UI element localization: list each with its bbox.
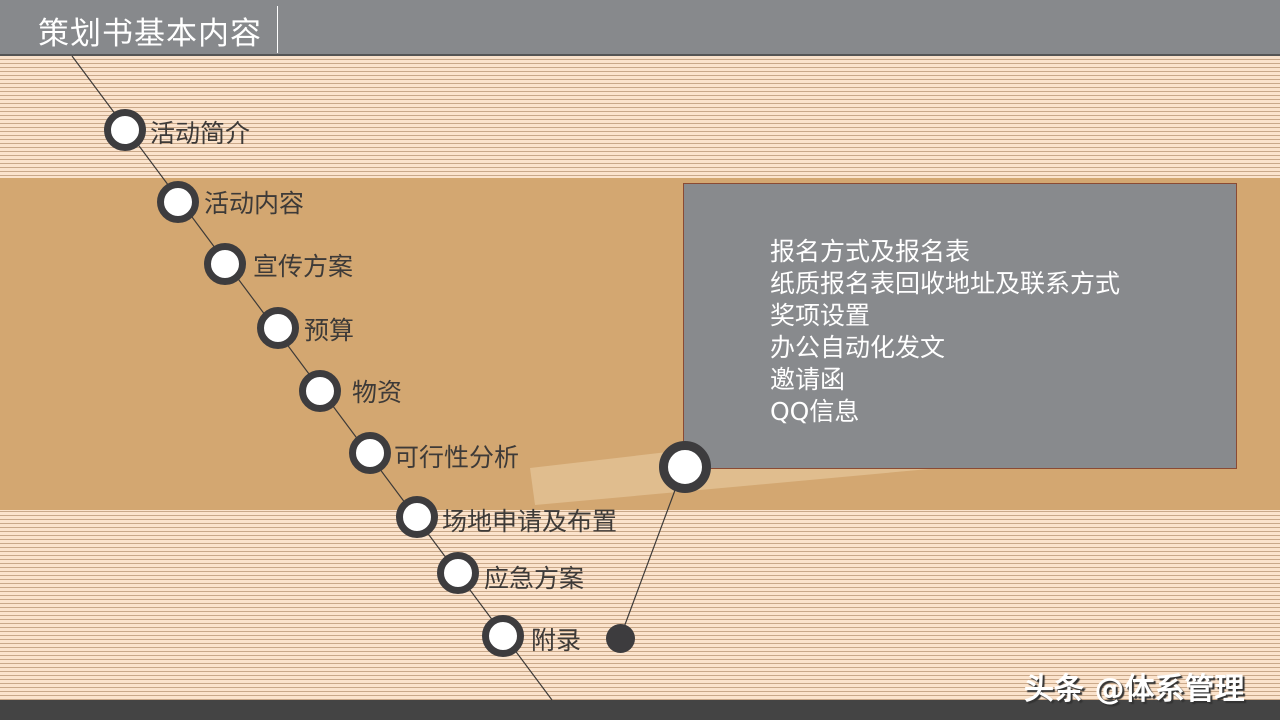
outline-item[interactable]: 宣传方案 [253,252,354,281]
title-divider [277,6,278,53]
callout-node-icon [659,441,711,493]
outline-node-icon [437,552,479,594]
outline-item[interactable]: 物资 [352,378,403,407]
outline-item[interactable]: 应急方案 [484,564,585,593]
footer-bar [0,700,1280,720]
outline-item[interactable]: 活动内容 [204,189,305,218]
outline-item[interactable]: 预算 [304,316,355,345]
outline-node-icon [157,181,199,223]
appendix-list-item: 办公自动化发文 [770,333,946,362]
callout-anchor-dot-icon [606,624,635,653]
outline-item[interactable]: 可行性分析 [394,443,520,472]
outline-item[interactable]: 活动简介 [150,119,251,148]
slide-header: 策划书基本内容 [0,0,1280,56]
appendix-list-item: 邀请函 [770,365,846,394]
watermark: 头条 @体系管理 [1024,672,1245,707]
outline-node-icon [396,496,438,538]
appendix-detail-panel: 报名方式及报名表 纸质报名表回收地址及联系方式 奖项设置 办公自动化发文 邀请函… [683,183,1237,469]
outline-item[interactable]: 附录 [531,626,582,655]
callout-line [619,465,685,639]
appendix-list-item: 纸质报名表回收地址及联系方式 [770,269,1121,298]
appendix-list-item: 奖项设置 [770,301,871,330]
appendix-list-item: QQ信息 [770,397,860,426]
appendix-list: 报名方式及报名表 纸质报名表回收地址及联系方式 奖项设置 办公自动化发文 邀请函… [770,236,1120,428]
outline-node-icon [349,432,391,474]
outline-node-icon [257,307,299,349]
outline-node-icon [104,109,146,151]
outline-node-icon [204,243,246,285]
outline-node-icon [482,615,524,657]
appendix-list-item: 报名方式及报名表 [770,237,971,266]
outline-node-icon [299,370,341,412]
outline-item[interactable]: 场地申请及布置 [442,507,618,536]
slide-title: 策划书基本内容 [38,16,262,52]
